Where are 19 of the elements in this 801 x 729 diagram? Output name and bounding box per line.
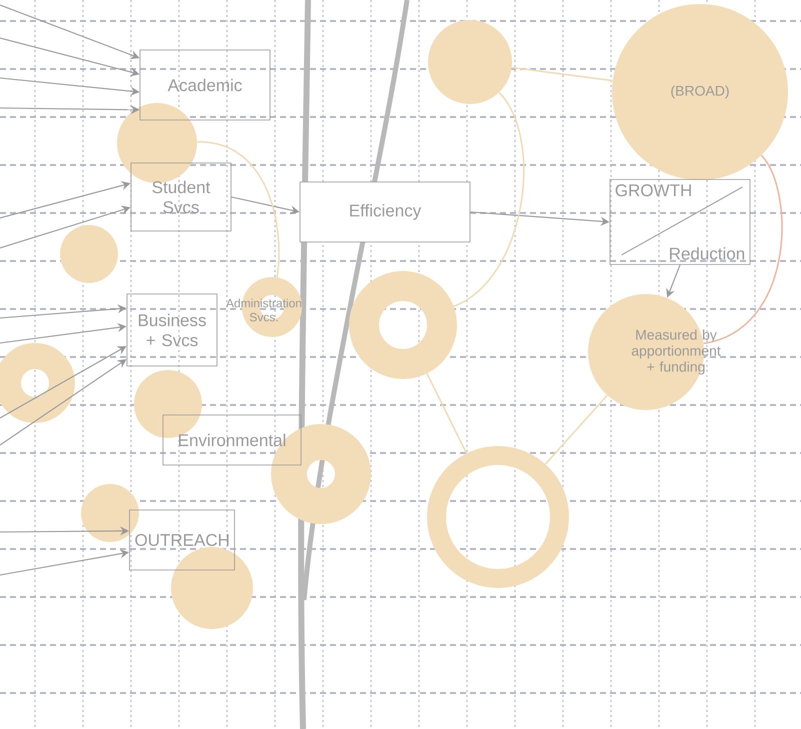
- connector-line: [544, 394, 608, 465]
- bracket-box: Environmental: [162, 414, 302, 466]
- bracket-box: Academic: [140, 50, 270, 120]
- bracket-box: OUTREACH: [129, 510, 235, 570]
- circle-shape: [428, 20, 512, 104]
- bracket-box: GROWTH Reduction: [610, 179, 750, 265]
- connector-line: [453, 92, 524, 307]
- circle-shape: [60, 225, 118, 283]
- ring-shape: [427, 446, 569, 588]
- bracket-box: Efficiency: [300, 182, 470, 242]
- ring-shape: [0, 343, 75, 423]
- bracket-box: Business + Svcs: [126, 294, 218, 366]
- ring-shape: [349, 271, 457, 379]
- connector-line: [197, 141, 280, 278]
- connector-line: [703, 154, 782, 344]
- bracket-box: Student Svcs: [130, 162, 232, 232]
- connector-line: [512, 66, 613, 82]
- connector-line: [426, 373, 468, 454]
- circle-shape: [171, 547, 253, 629]
